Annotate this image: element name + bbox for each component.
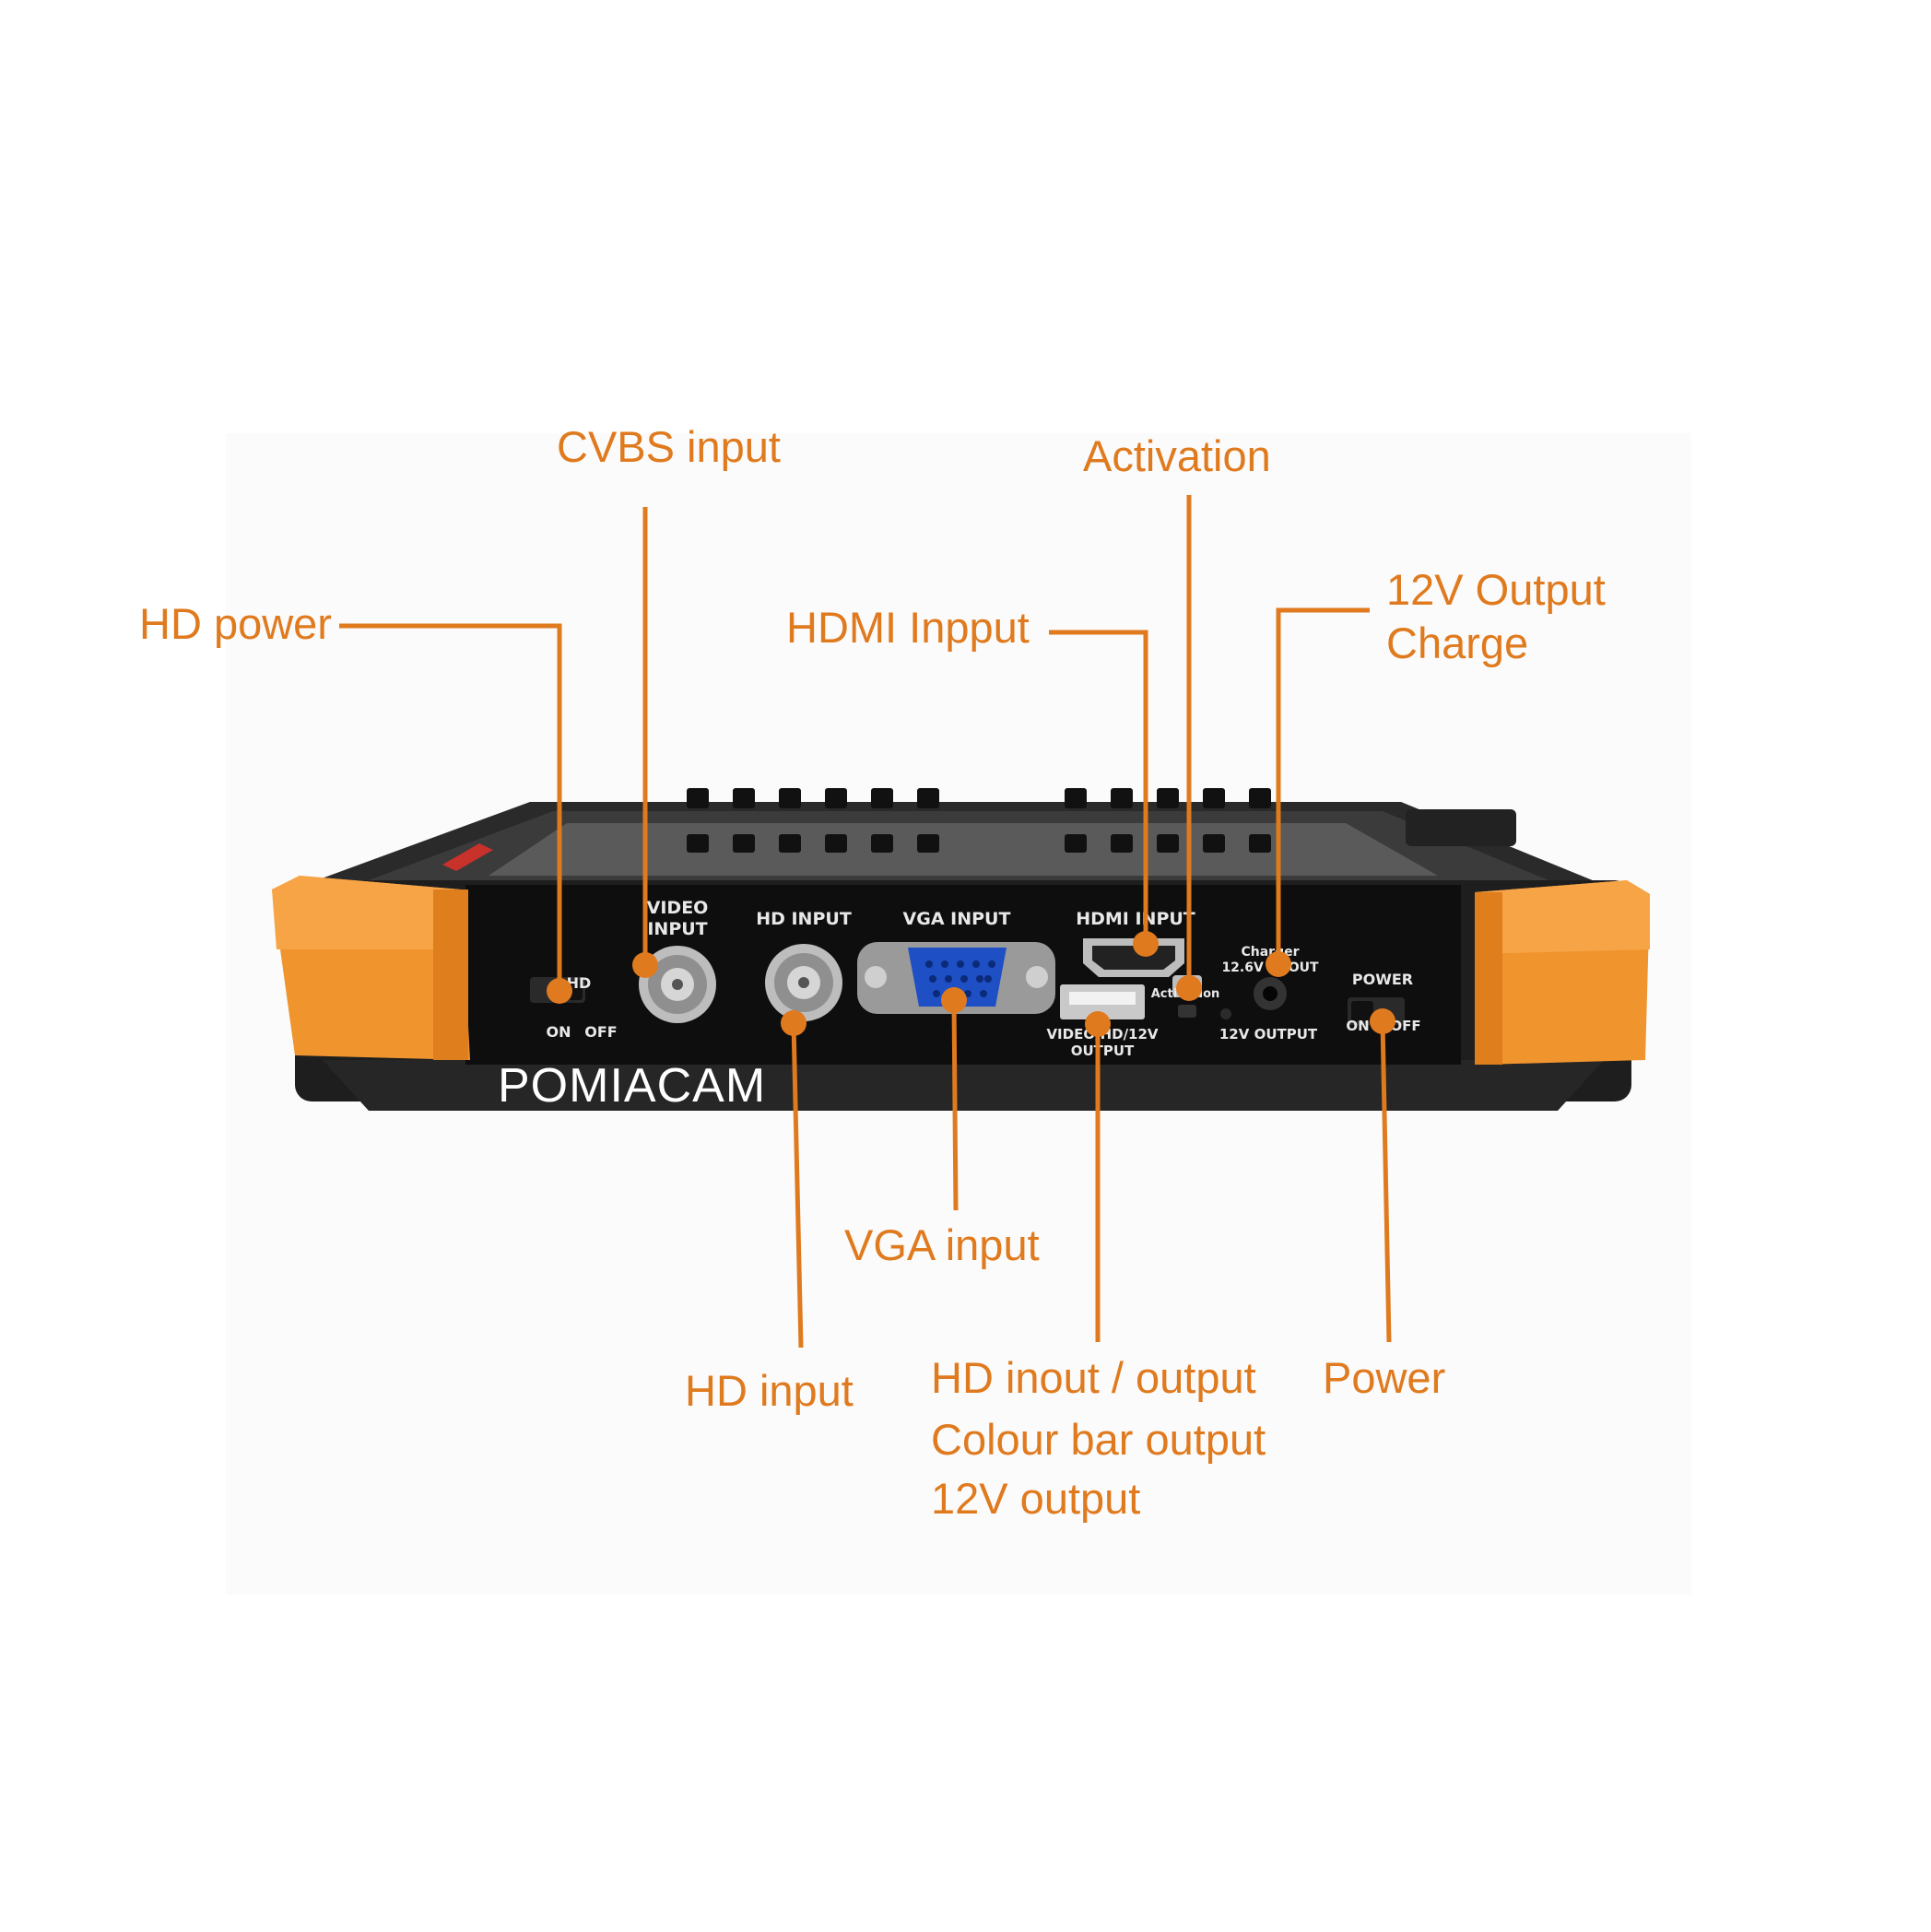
silk-hd-switch: HD (567, 974, 592, 992)
silk-hdmi-input: HDMI INPUT (1076, 909, 1195, 929)
label-hdmi-input: HDMI Inpput (786, 603, 1030, 652)
dot-hdmi (1133, 931, 1159, 957)
leader-power (1380, 1020, 1392, 1343)
leader-12v-charge (1276, 607, 1370, 964)
silk-video-input-2: INPUT (647, 919, 707, 939)
label-activation: Activation (1083, 431, 1271, 480)
silk-on-right: ON (1346, 1018, 1369, 1034)
dot-hd-io (1085, 1011, 1111, 1037)
leader-lines (339, 495, 1392, 1349)
label-12v-output: 12V Output (1386, 565, 1606, 614)
right-side-grip (1406, 809, 1516, 846)
dot-12v-charge (1266, 951, 1291, 977)
label-charge: Charge (1386, 618, 1529, 667)
label-hd-input: HD input (685, 1366, 854, 1415)
silk-12v-output: 12V OUTPUT (1219, 1026, 1318, 1043)
silk-off-left: OFF (584, 1023, 617, 1041)
dot-hd-power (547, 978, 572, 1004)
label-cvbs-input: CVBS input (557, 422, 781, 471)
usb-port (1060, 984, 1145, 1019)
brand-logo-text: POMIACAM (498, 1059, 767, 1113)
right-bumper (1475, 880, 1650, 1065)
label-hd-io-3: 12V output (931, 1474, 1141, 1523)
label-power: Power (1323, 1353, 1446, 1402)
silk-hd-input: HD INPUT (756, 909, 852, 929)
label-hd-io-1: HD inout / output (931, 1353, 1256, 1402)
silk-video-input-1: VIDEO (647, 898, 709, 918)
status-led (1220, 1008, 1231, 1019)
dot-activation (1176, 975, 1202, 1001)
callout-dots (547, 931, 1395, 1037)
label-vga-input: VGA input (844, 1220, 1040, 1269)
red-cable (442, 843, 493, 871)
hd-bnc-connector (765, 944, 842, 1021)
dot-hd-input (781, 1010, 807, 1036)
leader-vga (951, 999, 959, 1211)
label-hd-power: HD power (139, 599, 332, 648)
screen-glass (489, 823, 1438, 876)
leader-hd-power (339, 623, 562, 991)
vga-connector (857, 942, 1055, 1014)
silk-usb-2: OUTPUT (1071, 1043, 1135, 1059)
label-hd-io-2: Colour bar output (931, 1415, 1266, 1464)
top-buttons (687, 788, 1271, 853)
leader-hdmi (1049, 630, 1148, 944)
silk-on-left: ON (547, 1023, 571, 1041)
dot-vga (941, 987, 967, 1013)
device-base (323, 1060, 1604, 1111)
dc-jack (1254, 977, 1287, 1010)
dot-power (1370, 1008, 1395, 1034)
leader-hd-input (791, 1022, 804, 1349)
silk-power: POWER (1352, 971, 1413, 988)
dot-cvbs (632, 952, 658, 978)
left-bumper (272, 876, 470, 1060)
silk-vga-input: VGA INPUT (903, 909, 1011, 929)
silk-off-right: OFF (1390, 1018, 1420, 1034)
